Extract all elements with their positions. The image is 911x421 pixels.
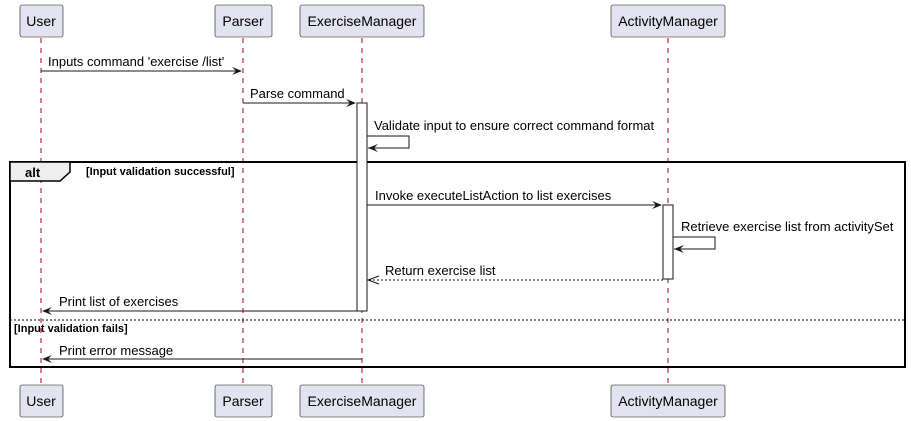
activation-exercise-manager: [356, 102, 368, 312]
message-label: Return exercise list: [385, 263, 496, 278]
activation-activity-manager: [662, 204, 674, 280]
participant-activity-manager-top: ActivityManager: [610, 4, 726, 38]
participant-label: ActivityManager: [618, 13, 718, 29]
message-retrieve-exercise-list: Retrieve exercise list from activitySet: [673, 219, 894, 253]
message-label: Parse command: [250, 86, 345, 101]
participant-exercise-manager-bottom: ExerciseManager: [299, 384, 425, 418]
message-label: Validate input to ensure correct command…: [374, 118, 655, 133]
participant-exercise-manager-top: ExerciseManager: [299, 4, 425, 38]
participant-label: User: [26, 13, 56, 29]
participant-label: ExerciseManager: [308, 13, 417, 29]
participant-user-top: User: [19, 4, 64, 38]
guard-fail: [Input validation fails]: [14, 323, 128, 335]
participant-activity-manager-bottom: ActivityManager: [610, 384, 726, 418]
participant-label: User: [26, 393, 56, 409]
message-print-error: Print error message: [42, 343, 362, 363]
message-validate-input: Validate input to ensure correct command…: [367, 118, 655, 152]
message-label: Invoke executeListAction to list exercis…: [375, 188, 612, 203]
alt-fragment: alt [Input validation successful] [Input…: [9, 161, 906, 368]
message-parse-command: Parse command: [243, 86, 356, 107]
participant-parser-top: Parser: [214, 4, 273, 38]
participant-label: Parser: [222, 393, 264, 409]
participant-label: Parser: [222, 13, 264, 29]
message-label: Retrieve exercise list from activitySet: [681, 219, 894, 234]
message-label: Print list of exercises: [59, 294, 179, 309]
guard-success: [Input validation successful]: [86, 166, 235, 178]
message-label: Print error message: [59, 343, 173, 358]
message-print-list: Print list of exercises: [42, 294, 357, 315]
message-return-exercise-list: Return exercise list: [366, 263, 663, 285]
participant-user-bottom: User: [19, 384, 64, 418]
participant-label: ExerciseManager: [308, 393, 417, 409]
fragment-keyword: alt: [25, 165, 41, 180]
message-label: Inputs command 'exercise /list': [48, 54, 224, 69]
participant-label: ActivityManager: [618, 393, 718, 409]
message-invoke-execute-list: Invoke executeListAction to list exercis…: [367, 188, 662, 209]
message-inputs-command: Inputs command 'exercise /list': [41, 54, 242, 75]
participant-parser-bottom: Parser: [214, 384, 273, 418]
